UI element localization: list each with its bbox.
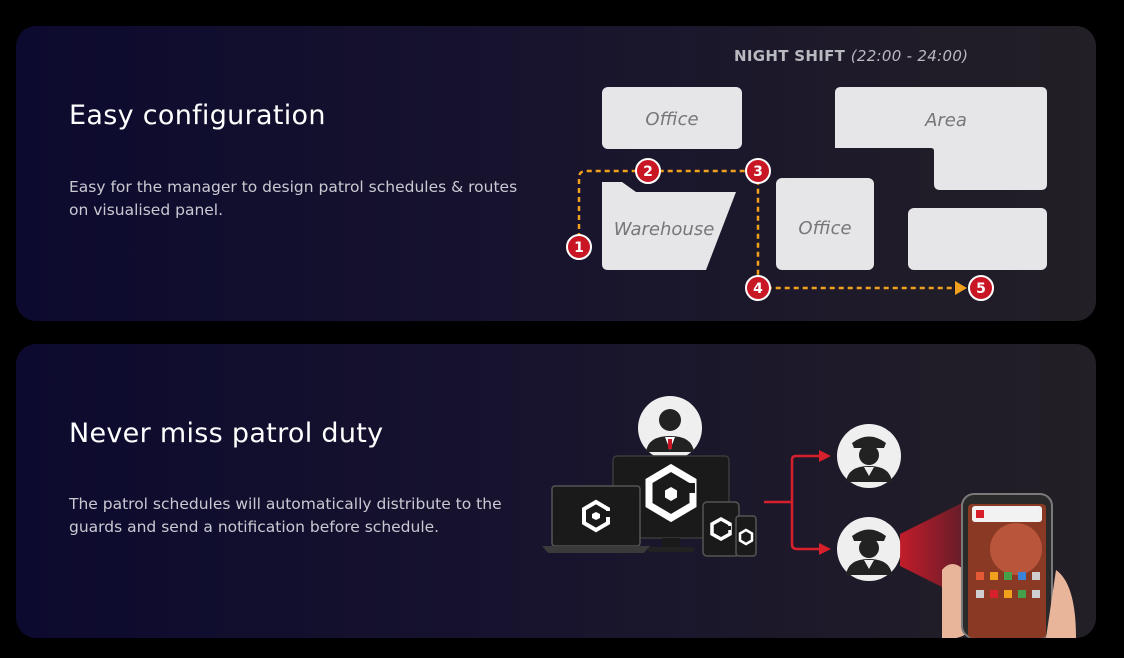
smartphone-notification-icon	[942, 493, 1076, 638]
svg-text:2: 2	[643, 164, 653, 180]
distribution-connector	[764, 454, 822, 551]
route-point-3[interactable]: 3	[745, 158, 771, 184]
app-logo-icon	[582, 499, 610, 533]
shift-time: (22:00 - 24:00)	[850, 47, 969, 65]
desktop-monitor-icon	[612, 455, 730, 552]
route-arrow-head	[955, 281, 967, 295]
route-point-2[interactable]: 2	[635, 158, 661, 184]
svg-text:5: 5	[976, 281, 986, 297]
svg-text:Office: Office	[798, 218, 851, 239]
easy-configuration-card: Easy configuration Easy for the manager …	[16, 26, 1096, 321]
patrol-route-path	[577, 169, 956, 290]
route-point-5[interactable]: 5	[968, 275, 994, 301]
section-title: Easy configuration	[69, 100, 326, 131]
section-description: Easy for the manager to design patrol sc…	[69, 178, 518, 219]
arrow-head-bottom	[819, 543, 831, 555]
room-warehouse[interactable]: Warehouse	[602, 182, 736, 270]
svg-text:Warehouse: Warehouse	[614, 219, 715, 240]
route-point-4[interactable]: 4	[745, 275, 771, 301]
distribution-illustration	[542, 396, 1076, 638]
laptop-icon	[542, 485, 650, 553]
room-unlabeled[interactable]	[908, 208, 1047, 270]
arrow-head-top	[819, 450, 831, 462]
shift-name: NIGHT SHIFT	[734, 47, 846, 65]
svg-text:3: 3	[753, 164, 763, 180]
small-phone-icon	[735, 515, 757, 557]
tablet-icon	[702, 501, 740, 557]
guard-avatar-icon	[837, 517, 901, 581]
app-logo-icon	[710, 516, 732, 542]
svg-text:Area: Area	[924, 110, 967, 131]
svg-text:1: 1	[574, 240, 584, 256]
patrol-route-map: Office Area Warehouse Office 1 2	[566, 87, 1047, 301]
manager-avatar-icon	[638, 396, 702, 460]
route-point-1[interactable]: 1	[566, 234, 592, 260]
never-miss-patrol-card: Never miss patrol duty The patrol schedu…	[16, 344, 1096, 638]
room-office-top[interactable]: Office	[602, 87, 742, 149]
section-description: The patrol schedules will automatically …	[69, 495, 502, 536]
room-area[interactable]: Area	[835, 87, 1047, 190]
svg-text:4: 4	[753, 281, 763, 297]
section-title: Never miss patrol duty	[69, 418, 384, 449]
app-logo-icon	[645, 463, 697, 523]
shift-label: NIGHT SHIFT (22:00 - 24:00)	[734, 47, 968, 65]
room-office-middle[interactable]: Office	[776, 178, 874, 270]
guard-avatar-icon	[837, 424, 901, 488]
svg-text:Office: Office	[645, 109, 698, 130]
